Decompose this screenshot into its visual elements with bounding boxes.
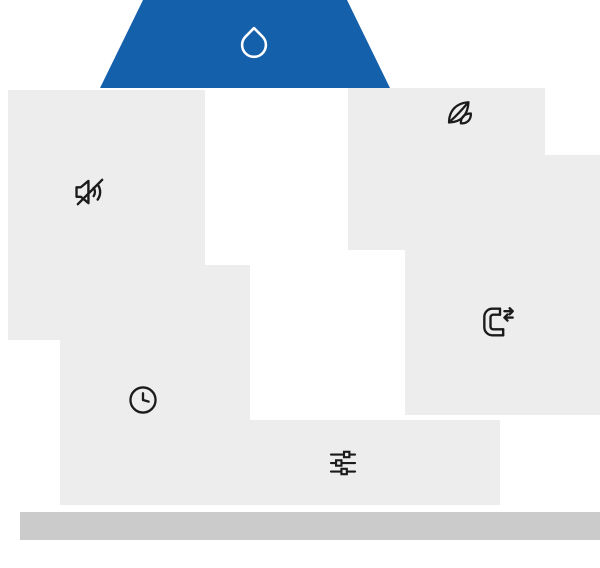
sliders-icon xyxy=(329,450,357,476)
leaf-icon xyxy=(447,101,473,125)
tile-water-reuse xyxy=(405,155,600,415)
header-icon-wrap xyxy=(236,24,272,60)
header-banner xyxy=(100,0,390,88)
water-droplet-icon xyxy=(240,26,268,59)
settings-button[interactable] xyxy=(326,446,360,480)
timer-button[interactable] xyxy=(126,383,161,418)
speaker-mute-icon xyxy=(75,178,104,206)
mute-button[interactable] xyxy=(71,173,109,211)
tile-settings xyxy=(205,420,500,505)
water-reuse-button[interactable] xyxy=(478,303,516,341)
bottom-bar xyxy=(20,512,600,540)
eco-button[interactable] xyxy=(440,94,476,130)
clock-icon xyxy=(129,386,157,414)
pipe-sync-icon xyxy=(483,307,514,337)
